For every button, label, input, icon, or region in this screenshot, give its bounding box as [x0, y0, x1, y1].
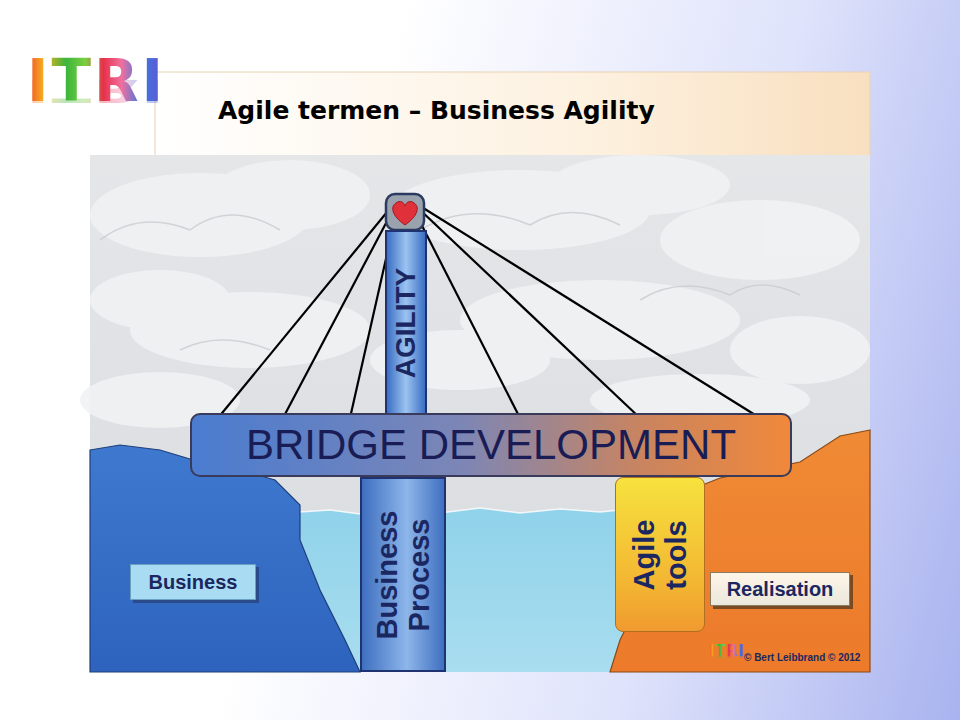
sky-panel — [90, 155, 870, 672]
realisation-box: Realisation — [710, 572, 850, 606]
business-process-pillar: Business Process — [360, 477, 446, 672]
itri-small-logo-reflection: ITRI — [709, 650, 745, 658]
business-box: Business — [130, 564, 256, 600]
title-band — [155, 72, 870, 156]
clouds — [80, 155, 870, 428]
copyright-note: © Bert Leibbrand © 2012 — [744, 653, 860, 663]
slide-title: Agile termen – Business Agility — [218, 96, 655, 125]
agility-pillar: AGILITY — [385, 230, 427, 416]
heart-frame — [386, 194, 424, 230]
heart-symbol — [393, 202, 417, 225]
bridge-deck-text: BRIDGE DEVELOPMENT — [246, 421, 736, 469]
realisation-box-text: Realisation — [727, 578, 834, 601]
agility-pillar-text: AGILITY — [390, 238, 421, 408]
business-process-pillar-text: Business Process — [371, 485, 436, 665]
itri-logo-reflection: ITRI — [27, 75, 166, 107]
agile-tools-pillar-text: Agile tools — [628, 482, 693, 627]
agile-tools-pillar: Agile tools — [615, 477, 705, 632]
bridge-cables — [218, 206, 760, 418]
business-box-text: Business — [149, 571, 238, 594]
left-cliff — [90, 445, 360, 672]
bridge-deck: BRIDGE DEVELOPMENT — [190, 413, 792, 477]
